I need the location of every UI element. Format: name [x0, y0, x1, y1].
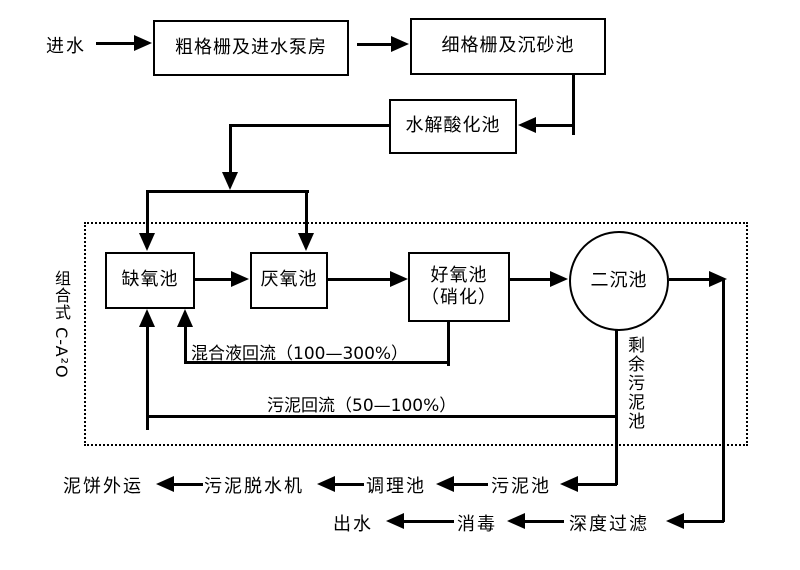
anoxic-box: 缺氧池: [105, 252, 195, 309]
fine-screen-box: 细格栅及沉砂池: [410, 18, 606, 75]
aerobic-label-line2: （硝化）: [421, 287, 497, 308]
coarse-to-fine-line: [357, 43, 393, 46]
to-cake-out-arrowhead-icon: [156, 476, 174, 492]
aerobic-label-line1: 好氧池: [430, 264, 488, 286]
to-disinfection-arrowhead-icon: [507, 513, 525, 529]
anoxic-to-anaerobic-line: [195, 278, 233, 281]
secondary-clarifier-circle: 二沉池: [569, 231, 669, 331]
sludge-return-line: [146, 415, 618, 418]
dewatering-machine-label: 污泥脱水机: [204, 476, 304, 497]
to-deep-filter-line: [684, 520, 724, 523]
splitter-right-arrowhead-icon: [298, 233, 314, 251]
to-deep-filter-arrowhead-icon: [666, 513, 684, 529]
deep-filter-label: 深度过滤: [569, 514, 649, 535]
clarifier-sludge-down-line: [615, 330, 618, 485]
to-dewatering-arrowhead-icon: [317, 476, 335, 492]
to-effluent-line: [404, 520, 454, 523]
aerobic-to-clarifier-arrowhead-icon: [550, 271, 568, 287]
combined-ca2o-group-outline: [84, 222, 748, 446]
splitter-line: [147, 190, 309, 193]
sludge-tank-label: 污泥池: [491, 476, 551, 497]
mixed-liquor-up-line: [184, 327, 187, 364]
to-sludge-tank-line: [578, 483, 617, 486]
sludge-return-arrowhead-icon: [139, 309, 155, 327]
excess-sludge-label: 剩余污泥池: [624, 336, 644, 431]
to-hydrolysis-arrowhead-icon: [518, 117, 536, 133]
aerobic-return-down-line: [447, 321, 450, 366]
aerobic-to-clarifier-line: [510, 278, 552, 281]
splitter-left-arrowhead-icon: [139, 233, 155, 251]
anoxic-to-anaerobic-arrowhead-icon: [231, 271, 249, 287]
hydrolysis-down-arrowhead-icon: [222, 172, 238, 190]
fine-screen-down-line: [572, 75, 575, 135]
splitter-right-down-line: [305, 190, 308, 234]
to-hydrolysis-line: [536, 124, 574, 127]
group-label: 组合式 C-A²O: [52, 270, 71, 379]
disinfection-label: 消毒: [457, 514, 497, 535]
anaerobic-to-aerobic-line: [328, 278, 392, 281]
mixed-liquor-arrowhead-icon: [177, 309, 193, 327]
sludge-return-label: 污泥回流（50—100%）: [267, 396, 457, 416]
to-disinfection-line: [525, 520, 564, 523]
sludge-return-up-line: [146, 327, 149, 430]
influent-label: 进水: [46, 36, 86, 57]
to-conditioning-arrowhead-icon: [436, 476, 454, 492]
hydrolysis-left-line: [230, 124, 389, 127]
clarifier-out-line: [669, 278, 711, 281]
splitter-left-down-line: [146, 190, 149, 234]
mixed-liquor-return-label: 混合液回流（100—300%）: [191, 344, 409, 364]
to-conditioning-line: [454, 483, 488, 486]
hydrolysis-box: 水解酸化池: [389, 99, 517, 154]
anaerobic-to-aerobic-arrowhead-icon: [390, 271, 408, 287]
influent-arrowhead-icon: [134, 35, 152, 51]
effluent-label: 出水: [333, 514, 373, 535]
anaerobic-box: 厌氧池: [250, 252, 328, 309]
mixed-liquor-return-line: [184, 361, 450, 364]
coarse-screen-box: 粗格栅及进水泵房: [153, 20, 349, 76]
to-sludge-tank-arrowhead-icon: [560, 476, 578, 492]
aerobic-box: 好氧池 （硝化）: [408, 252, 510, 322]
cake-out-label: 泥饼外运: [63, 476, 143, 497]
conditioning-tank-label: 调理池: [366, 476, 426, 497]
to-dewatering-line: [335, 483, 364, 486]
to-effluent-arrowhead-icon: [386, 513, 404, 529]
effluent-down-line: [722, 279, 725, 522]
to-cake-out-line: [174, 483, 203, 486]
coarse-to-fine-arrowhead-icon: [391, 36, 409, 52]
hydrolysis-down-line: [229, 124, 232, 173]
influent-line: [96, 42, 136, 45]
